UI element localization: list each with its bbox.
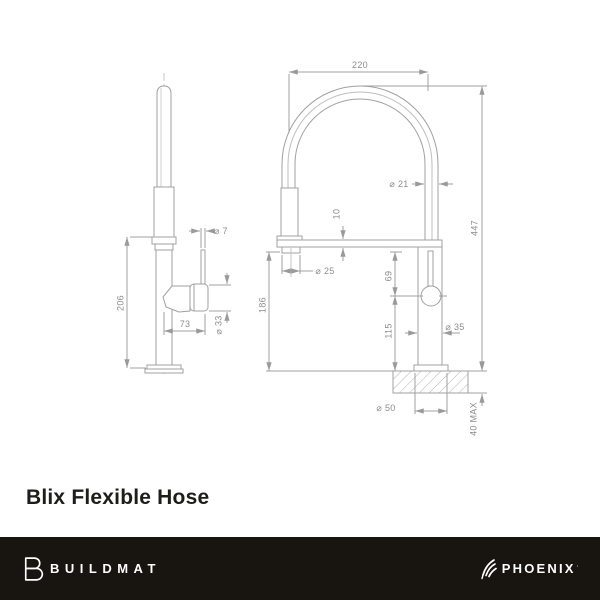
dim-front-body-diameter: ⌀ 35 bbox=[445, 322, 464, 332]
dim-side-spout-reach: 73 bbox=[180, 319, 191, 329]
buildmat-logo: BUILDMAT bbox=[20, 555, 161, 583]
handle-lever bbox=[200, 249, 206, 286]
spout-holder bbox=[153, 186, 175, 238]
handle-cap bbox=[189, 283, 209, 312]
footer-bar: BUILDMAT PHOENIX ’ bbox=[0, 537, 600, 600]
phoenix-feather-icon bbox=[481, 558, 497, 579]
front-view-dims bbox=[266, 69, 487, 414]
dim-front-handle-center-height: 69 bbox=[383, 271, 393, 282]
collar-ring bbox=[151, 236, 177, 245]
phoenix-logo: PHOENIX ’ bbox=[480, 558, 578, 580]
front-view bbox=[266, 85, 487, 394]
hose-connector bbox=[280, 187, 299, 237]
base-plate bbox=[144, 368, 184, 374]
handle-cartridge bbox=[162, 285, 191, 313]
dim-side-handle-diameter: ⌀ 33 bbox=[213, 315, 223, 334]
lever-front bbox=[427, 250, 434, 287]
technical-drawing: 206 73 ⌀ 33 ⌀ 7 220 ⌀ 21 10 ⌀ 25 186 69 … bbox=[115, 60, 487, 436]
dim-front-outlet-diameter: ⌀ 25 bbox=[315, 266, 334, 276]
dim-front-deck-thickness: 10 bbox=[331, 209, 341, 220]
bench-section bbox=[392, 370, 469, 394]
dim-front-hose-width: 220 bbox=[352, 60, 368, 70]
buildmat-icon bbox=[24, 556, 44, 581]
side-view-dims bbox=[124, 228, 231, 369]
dimension-labels: 206 73 ⌀ 33 ⌀ 7 220 ⌀ 21 10 ⌀ 25 186 69 … bbox=[115, 60, 479, 436]
connector-flange bbox=[276, 235, 303, 241]
base-plate-top bbox=[146, 364, 182, 370]
collar-step bbox=[154, 243, 174, 251]
dim-front-overall-height: 447 bbox=[469, 220, 479, 236]
base-flange bbox=[413, 364, 449, 372]
dim-front-lower-body-height: 115 bbox=[383, 323, 393, 338]
phoenix-wordmark: PHOENIX bbox=[501, 561, 576, 576]
phoenix-trademark-mark: ’ bbox=[576, 565, 578, 572]
dim-front-flange-diameter: ⌀ 50 bbox=[376, 403, 395, 413]
dim-front-hose-diameter: ⌀ 21 bbox=[389, 179, 408, 189]
deck-bar bbox=[276, 239, 443, 248]
handle-pivot bbox=[420, 285, 442, 307]
dim-side-height: 206 bbox=[115, 295, 125, 311]
buildmat-wordmark: BUILDMAT bbox=[50, 561, 161, 576]
flexible-hose-arch bbox=[281, 85, 439, 241]
dim-front-outlet-height: 186 bbox=[257, 297, 267, 313]
dim-side-lever-diameter: ⌀ 7 bbox=[214, 226, 228, 236]
product-title: Blix Flexible Hose bbox=[26, 486, 210, 509]
side-view bbox=[144, 73, 209, 375]
dim-front-bench-thickness: 40 MAX bbox=[468, 402, 478, 436]
spout-wand bbox=[156, 85, 172, 188]
